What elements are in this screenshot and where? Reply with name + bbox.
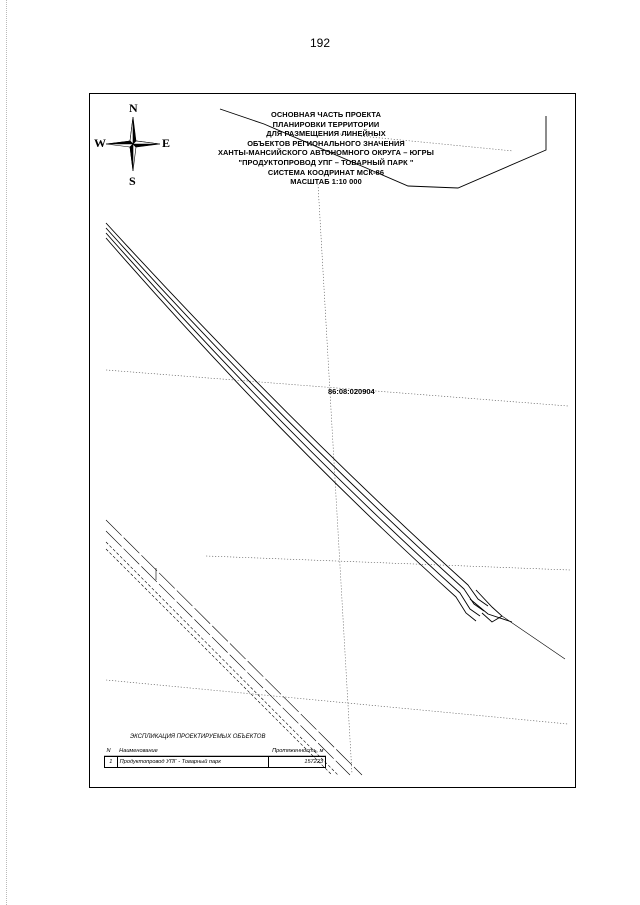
pipeline-line-3 (105, 232, 481, 617)
boundary-line-vertical (317, 183, 353, 775)
cadastral-label: 86:08:020904 (328, 387, 375, 396)
explication-cell-name: Продуктопровод УПГ - Товарный парк (116, 756, 270, 768)
boundary-top-right (219, 108, 547, 189)
explication-header-name: Наименование (119, 748, 158, 754)
compass-label-east: E (162, 136, 171, 150)
boundary-line-top (339, 133, 514, 152)
compass-label-south: S (129, 174, 136, 188)
title-line: ОСНОВНАЯ ЧАСТЬ ПРОЕКТА (270, 110, 382, 119)
boundary-line-horizontal-3 (105, 679, 569, 725)
road-edge-2 (105, 530, 351, 776)
pipeline-end-2 (469, 598, 513, 623)
compass-label-west: W (94, 136, 106, 150)
pipeline-line-4 (105, 237, 477, 622)
pipeline-line-2 (105, 227, 485, 612)
explication-cell-num: 1 (104, 756, 118, 768)
road-edge-1 (105, 519, 363, 776)
page-number: 192 (309, 36, 331, 50)
explication-title: ЭКСПЛИКАЦИЯ ПРОЕКТИРУЕМЫХ ОБЪЕКТОВ (130, 734, 266, 740)
explication-table: N Наименование Протяженность, м 1 Продук… (104, 746, 326, 768)
title-line: ХАНТЫ-МАНСИЙСКОГО АВТОНОМНОГО ОКРУГА – Ю… (217, 148, 435, 158)
title-line: ОБЪЕКТОВ РЕГИОНАЛЬНОГО ЗНАЧЕНИЯ (247, 138, 405, 148)
map-drawing (104, 108, 571, 776)
table-row: 1 Продуктопровод УПГ - Товарный парк 157… (104, 756, 326, 768)
boundary-line-horizontal-1 (105, 369, 569, 407)
pipeline-end-3 (501, 615, 566, 660)
title-line: ДЛЯ РАЗМЕЩЕНИЯ ЛИНЕЙНЫХ (266, 129, 386, 139)
road-edge-4 (105, 548, 333, 776)
pipeline-line-1 (105, 222, 489, 607)
explication-header-length: Протяженность, м (272, 748, 324, 754)
page-left-edge (6, 0, 8, 905)
title-line: МАСШТАБ 1:10 000 (290, 177, 362, 187)
explication-header-num: N (106, 748, 111, 754)
title-line: "ПРОДУКТОПРОВОД УПГ – ТОВАРНЫЙ ПАРК " (238, 157, 414, 167)
explication-cell-length: 157223 (268, 756, 326, 768)
title-line: СИСТЕМА КООДРИНАТ МСК-86 (267, 167, 385, 177)
compass-label-north: N (129, 101, 138, 115)
title-line: ПЛАНИРОВКИ ТЕРРИТОРИИ (272, 119, 380, 129)
boundary-line-horizontal-2 (205, 555, 571, 571)
compass-rose (105, 116, 161, 172)
explication-header-row: N Наименование Протяженность, м (105, 746, 326, 757)
map-frame: N S W E ОСНОВНАЯ ЧАСТЬ ПРОЕКТА ПЛАНИРОВК… (89, 93, 576, 788)
map-title-block: ОСНОВНАЯ ЧАСТЬ ПРОЕКТА ПЛАНИРОВКИ ТЕРРИТ… (202, 110, 450, 187)
road-edge-3 (105, 541, 339, 776)
